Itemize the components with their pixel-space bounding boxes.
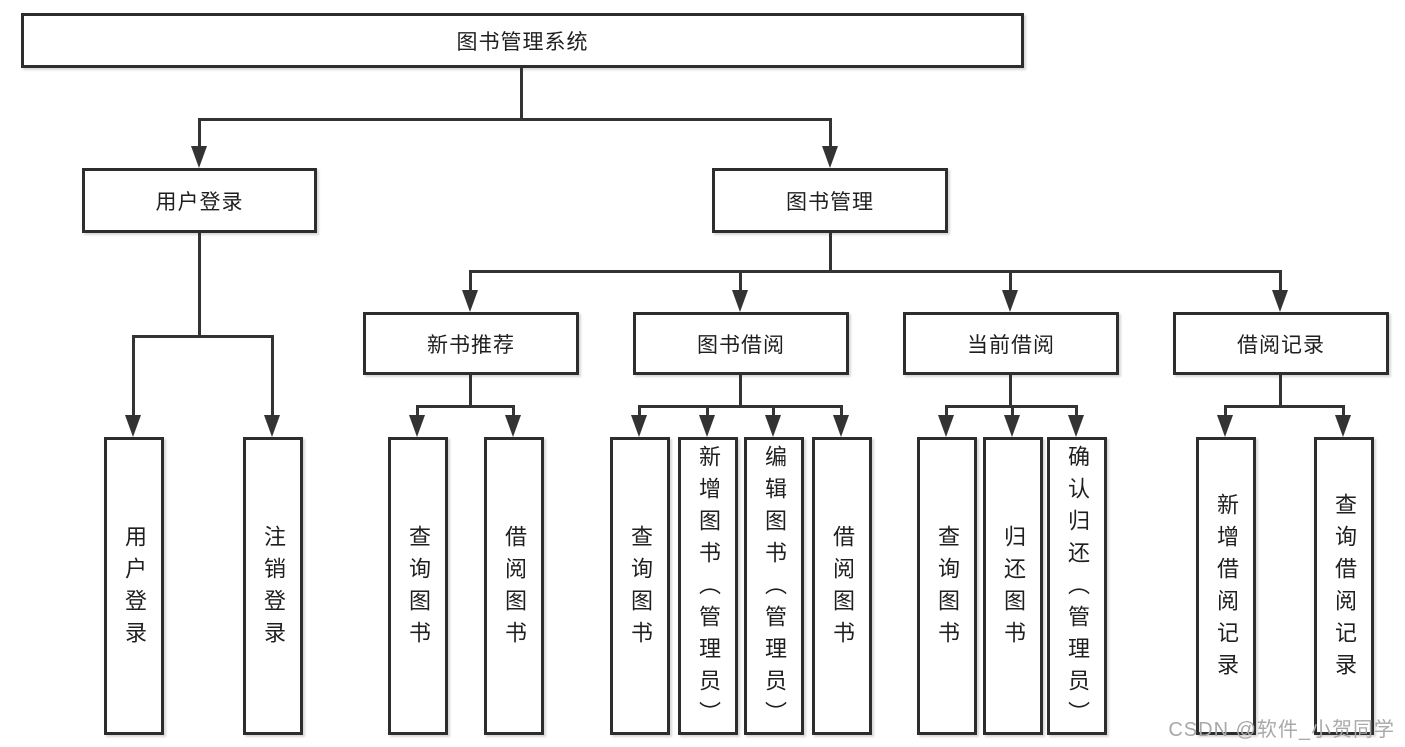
connector-line xyxy=(469,270,472,292)
connector-line xyxy=(198,233,201,338)
leaf-edit-books-admin: 编辑图书（管理员） xyxy=(744,437,804,735)
connector-line xyxy=(840,405,843,417)
leaf-add-borrow-record: 新增借阅记录 xyxy=(1196,437,1256,735)
leaf-logout: 注销登录 xyxy=(243,437,303,735)
connector-line xyxy=(1224,405,1345,408)
arrow-down-icon xyxy=(631,415,647,437)
node-borrow-records: 借阅记录 xyxy=(1173,312,1389,375)
arrow-down-icon xyxy=(264,415,280,437)
arrow-down-icon xyxy=(1004,415,1020,437)
connector-line xyxy=(416,405,419,417)
connector-line xyxy=(198,118,832,121)
arrow-down-icon xyxy=(505,415,521,437)
connector-line xyxy=(1009,270,1012,292)
connector-line xyxy=(132,335,135,417)
connector-line xyxy=(945,405,948,417)
connector-line xyxy=(1075,405,1078,417)
arrow-down-icon xyxy=(765,415,781,437)
connector-line xyxy=(271,335,274,417)
connector-line xyxy=(1009,375,1012,408)
csdn-watermark: CSDN @软件_小贺同学 xyxy=(1168,719,1395,741)
arrow-down-icon xyxy=(822,146,838,168)
connector-line xyxy=(1342,405,1345,417)
arrow-down-icon xyxy=(1217,415,1233,437)
connector-line xyxy=(739,375,742,408)
connector-line xyxy=(469,270,1282,273)
leaf-query-borrow-record: 查询借阅记录 xyxy=(1314,437,1374,735)
arrow-down-icon xyxy=(1272,290,1288,312)
connector-line xyxy=(1279,270,1282,292)
connector-line xyxy=(132,335,274,338)
leaf-query-books-current: 查询图书 xyxy=(917,437,977,735)
connector-line xyxy=(198,118,201,148)
node-book-borrowing: 图书借阅 xyxy=(633,312,849,375)
arrow-down-icon xyxy=(191,146,207,168)
connector-line xyxy=(829,118,832,148)
arrow-down-icon xyxy=(1002,290,1018,312)
leaf-add-books-admin: 新增图书（管理员） xyxy=(678,437,738,735)
leaf-confirm-return-admin: 确认归还（管理员） xyxy=(1047,437,1107,735)
leaf-borrow-books-recommend: 借阅图书 xyxy=(484,437,544,735)
leaf-query-books-recommend: 查询图书 xyxy=(388,437,448,735)
node-current-borrowing: 当前借阅 xyxy=(903,312,1119,375)
arrow-down-icon xyxy=(1335,415,1351,437)
arrow-down-icon xyxy=(833,415,849,437)
connector-line xyxy=(512,405,515,417)
connector-line xyxy=(638,405,641,417)
connector-line xyxy=(772,405,775,417)
connector-line xyxy=(638,405,843,408)
leaf-return-books: 归还图书 xyxy=(983,437,1043,735)
node-user-login: 用户登录 xyxy=(82,168,317,233)
connector-line xyxy=(469,375,472,408)
connector-line xyxy=(1279,375,1282,408)
arrow-down-icon xyxy=(1068,415,1084,437)
arrow-down-icon xyxy=(409,415,425,437)
connector-line xyxy=(739,270,742,292)
leaf-borrow-books: 借阅图书 xyxy=(812,437,872,735)
arrow-down-icon xyxy=(732,290,748,312)
leaf-user-login: 用户登录 xyxy=(104,437,164,735)
arrow-down-icon xyxy=(938,415,954,437)
node-book-management: 图书管理 xyxy=(712,168,948,233)
node-library-system: 图书管理系统 xyxy=(21,13,1024,68)
connector-line xyxy=(416,405,515,408)
connector-line xyxy=(520,68,523,120)
connector-line xyxy=(1224,405,1227,417)
connector-line xyxy=(829,233,832,273)
arrow-down-icon xyxy=(699,415,715,437)
arrow-down-icon xyxy=(462,290,478,312)
arrow-down-icon xyxy=(125,415,141,437)
node-new-book-recommend: 新书推荐 xyxy=(363,312,579,375)
leaf-query-books-borrowing: 查询图书 xyxy=(610,437,670,735)
connector-line xyxy=(1011,405,1014,417)
connector-line xyxy=(706,405,709,417)
